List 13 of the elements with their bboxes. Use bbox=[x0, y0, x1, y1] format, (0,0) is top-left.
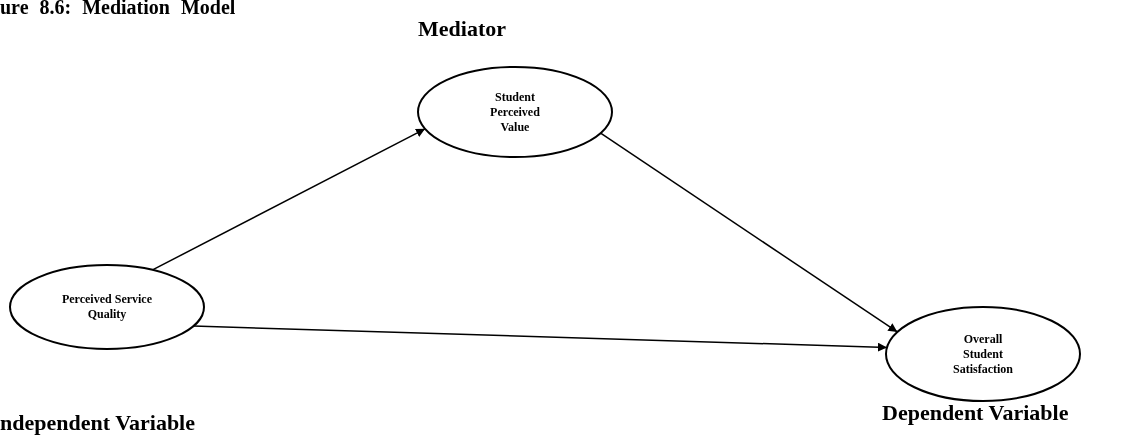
node-label: Student Perceived Value bbox=[489, 89, 541, 135]
arrow bbox=[192, 325, 888, 352]
arrow bbox=[599, 132, 899, 333]
ellipse-node bbox=[9, 264, 205, 350]
node-label: Overall Student Satisfaction bbox=[952, 331, 1014, 377]
node-label: Perceived Service Quality bbox=[60, 292, 154, 322]
ellipse-node bbox=[417, 66, 613, 158]
variable-label: ndependent Variable bbox=[0, 410, 195, 436]
ellipse-node bbox=[885, 306, 1081, 402]
variable-label: Mediator bbox=[418, 16, 506, 42]
arrow bbox=[151, 128, 426, 271]
figure-title: ure 8.6: Mediation Model bbox=[0, 0, 236, 19]
variable-label: Dependent Variable bbox=[882, 400, 1069, 426]
